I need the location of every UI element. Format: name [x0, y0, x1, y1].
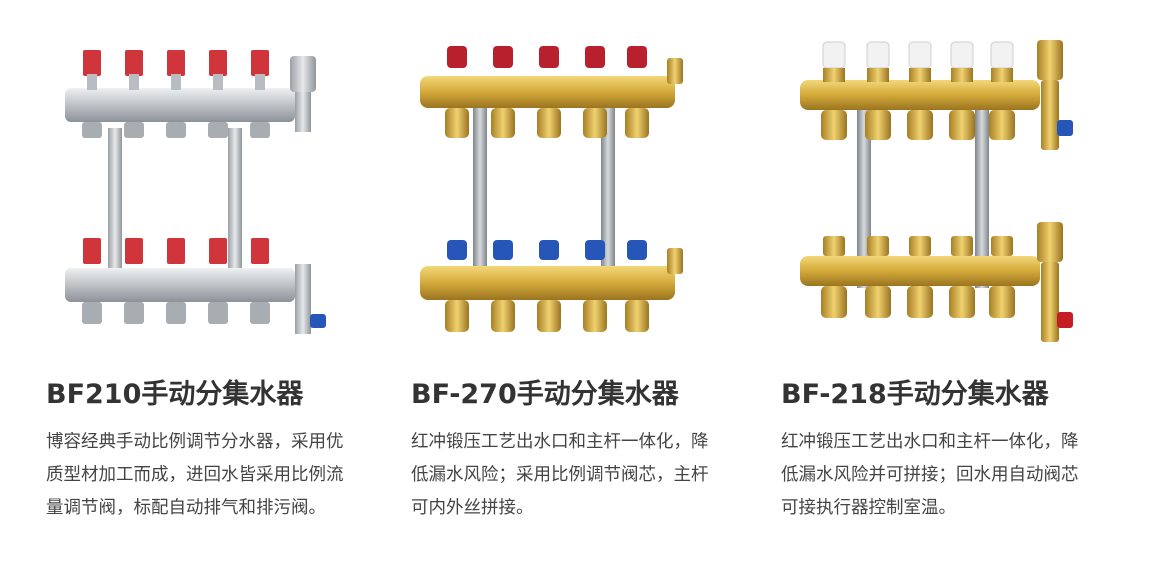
- product-title: BF-218手动分集水器: [781, 379, 1049, 410]
- product-card-bf270: BF-270手动分集水器 红冲锻压工艺出水口和主杆一体化，降低漏水风险；采用比例…: [405, 0, 745, 588]
- product-description: 博容经典手动比例调节分水器，采用优质型材加工而成，进回水皆采用比例流量调节阀，标…: [46, 432, 344, 518]
- product-title: BF210手动分集水器: [46, 379, 304, 410]
- brass-manifold-icon: [775, 28, 1115, 358]
- stainless-manifold-icon: [40, 28, 380, 358]
- product-card-bf218: BF-218手动分集水器 红冲锻压工艺出水口和主杆一体化，降低漏水风险并可拼接；…: [775, 0, 1115, 588]
- product-description: 红冲锻压工艺出水口和主杆一体化，降低漏水风险；采用比例调节阀芯，主杆可内外丝拼接…: [411, 432, 709, 518]
- product-card-bf210: BF210手动分集水器 博容经典手动比例调节分水器，采用优质型材加工而成，进回水…: [40, 0, 380, 588]
- product-description: 红冲锻压工艺出水口和主杆一体化，降低漏水风险并可拼接；回水用自动阀芯可接执行器控…: [781, 432, 1079, 518]
- product-title: BF-270手动分集水器: [411, 379, 679, 410]
- brass-manifold-icon: [405, 28, 745, 358]
